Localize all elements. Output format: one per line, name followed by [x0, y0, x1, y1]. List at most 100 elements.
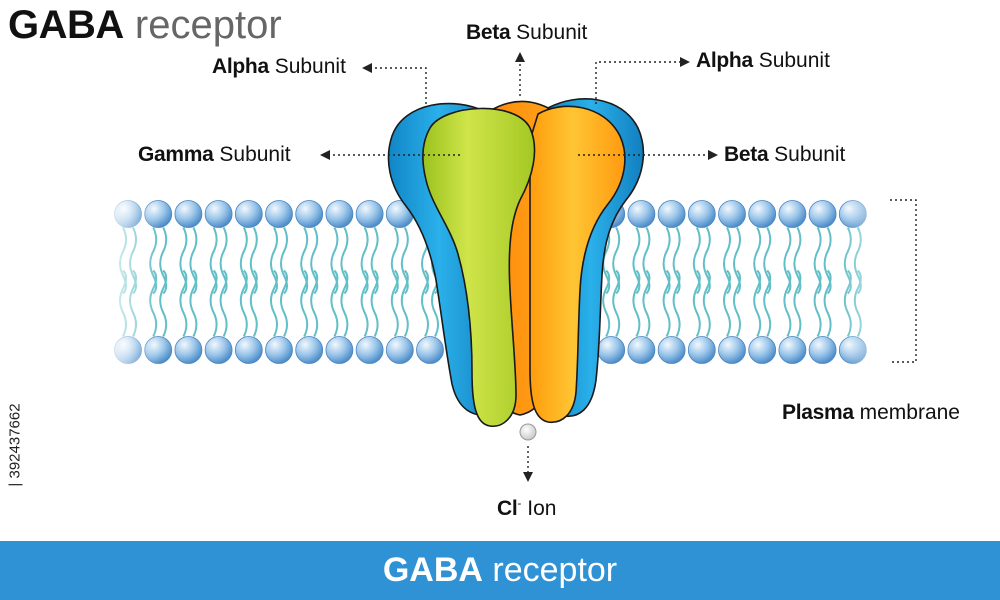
lipid-tail	[753, 269, 762, 337]
lipid-tail	[632, 227, 641, 295]
lipid-tail	[692, 269, 701, 337]
label-beta-subunit-top: Beta Subunit	[466, 20, 587, 46]
lipid-tail	[672, 269, 681, 337]
leader-lines	[330, 61, 917, 472]
lipid-tail	[662, 269, 671, 337]
lipid-head	[355, 336, 384, 364]
lipid-tail	[602, 269, 611, 337]
title-bold: GABA	[8, 3, 124, 47]
arrowhead-beta-top	[515, 52, 525, 62]
lipid-tail	[330, 227, 339, 295]
lipid-tail	[763, 269, 772, 337]
lipid-tail	[189, 269, 198, 337]
lipid-tail	[672, 227, 681, 295]
lipid-tail	[159, 227, 168, 295]
lipid-tail	[390, 227, 399, 295]
receptor-channel	[387, 98, 645, 427]
lipid-tail	[823, 227, 832, 295]
label-alpha-right-light: Subunit	[758, 49, 830, 72]
lipid-tail	[300, 227, 309, 295]
lipid-tail	[783, 269, 792, 337]
lipid-head	[597, 336, 626, 364]
label-beta-right-light: Subunit	[774, 143, 846, 166]
lipid-tail	[813, 227, 822, 295]
arrowhead-ion	[523, 472, 533, 482]
lipid-tail	[723, 227, 731, 295]
lipid-head	[204, 336, 233, 364]
membrane-fade-right	[840, 195, 900, 370]
label-plasma-bold: Plasma	[782, 401, 854, 424]
arrowhead-gamma	[320, 150, 330, 160]
leader-alpha-right	[595, 61, 680, 104]
lipid-tail	[733, 227, 741, 295]
lipid-tail	[702, 269, 711, 337]
lipid-tail	[189, 227, 198, 295]
lipid-tail	[612, 269, 621, 337]
label-beta-right-bold: Beta	[724, 143, 769, 166]
lipid-tail	[310, 227, 319, 295]
lipid-head	[265, 200, 293, 228]
lipid-tail	[370, 269, 379, 337]
lipid-head	[385, 336, 414, 364]
lipid-head	[778, 200, 807, 228]
beta-subunit-front	[529, 105, 626, 423]
label-alpha-subunit-left: Alpha Subunit	[212, 54, 346, 80]
lipid-tail	[360, 227, 369, 295]
lipid-tail	[270, 227, 278, 295]
lipid-tail	[702, 227, 711, 295]
leader-arrowheads	[320, 52, 718, 482]
lipid-tail	[783, 227, 792, 295]
label-gamma-subunit: Gamma Subunit	[138, 142, 291, 168]
lipid-tail	[723, 269, 731, 337]
lipid-head	[325, 336, 354, 364]
lipid-tail	[179, 227, 188, 295]
lipid-tail	[249, 269, 258, 337]
lipid-head	[627, 336, 656, 364]
arrowhead-alpha-left	[362, 63, 372, 73]
lipid-head	[627, 200, 656, 228]
lipid-head	[204, 200, 233, 228]
label-plasma-light: membrane	[859, 401, 960, 424]
lipid-head	[657, 200, 686, 228]
label-alpha-left-bold: Alpha	[212, 55, 269, 78]
lipid-head	[778, 336, 807, 364]
lipid-tail	[219, 227, 228, 295]
lipid-head	[265, 336, 293, 364]
label-beta-top-light: Subunit	[516, 21, 588, 44]
label-alpha-left-light: Subunit	[274, 55, 346, 78]
lipid-head	[808, 336, 837, 364]
lipid-head	[295, 336, 324, 364]
lipid-tail	[209, 227, 218, 295]
lipid-tail	[642, 269, 651, 337]
lipid-tail	[159, 269, 168, 337]
lipid-head	[355, 200, 384, 228]
label-ion-charge: -	[517, 496, 522, 510]
lipid-tail	[642, 227, 651, 295]
leader-plasma-membrane	[890, 199, 917, 363]
lipid-head	[174, 200, 203, 228]
lipid-head	[687, 336, 716, 364]
lipid-tail	[330, 269, 339, 337]
lipid-tail	[280, 227, 288, 295]
lipid-tail	[692, 227, 701, 295]
lipid-tail	[793, 227, 802, 295]
lipid-tail	[300, 269, 309, 337]
footer-banner: GABA receptor	[0, 541, 1000, 600]
lipid-head	[748, 336, 777, 364]
lipid-tail	[763, 227, 772, 295]
lipid-tail	[340, 269, 349, 337]
label-gamma-light: Subunit	[219, 143, 291, 166]
label-cl-ion: Cl- Ion	[497, 496, 556, 522]
lipid-tail	[179, 269, 188, 337]
footer-title-light: receptor	[492, 551, 618, 589]
label-ion-symbol: Cl	[497, 497, 518, 520]
gamma-subunit	[422, 107, 536, 427]
lipid-tail	[239, 227, 248, 295]
label-plasma-membrane: Plasma membrane	[782, 400, 960, 426]
lipid-tail	[421, 269, 429, 337]
lipid-tail	[280, 269, 288, 337]
label-alpha-right-bold: Alpha	[696, 49, 753, 72]
lipid-tail	[340, 227, 349, 295]
lipid-tail	[662, 227, 671, 295]
lipid-head	[416, 336, 444, 364]
